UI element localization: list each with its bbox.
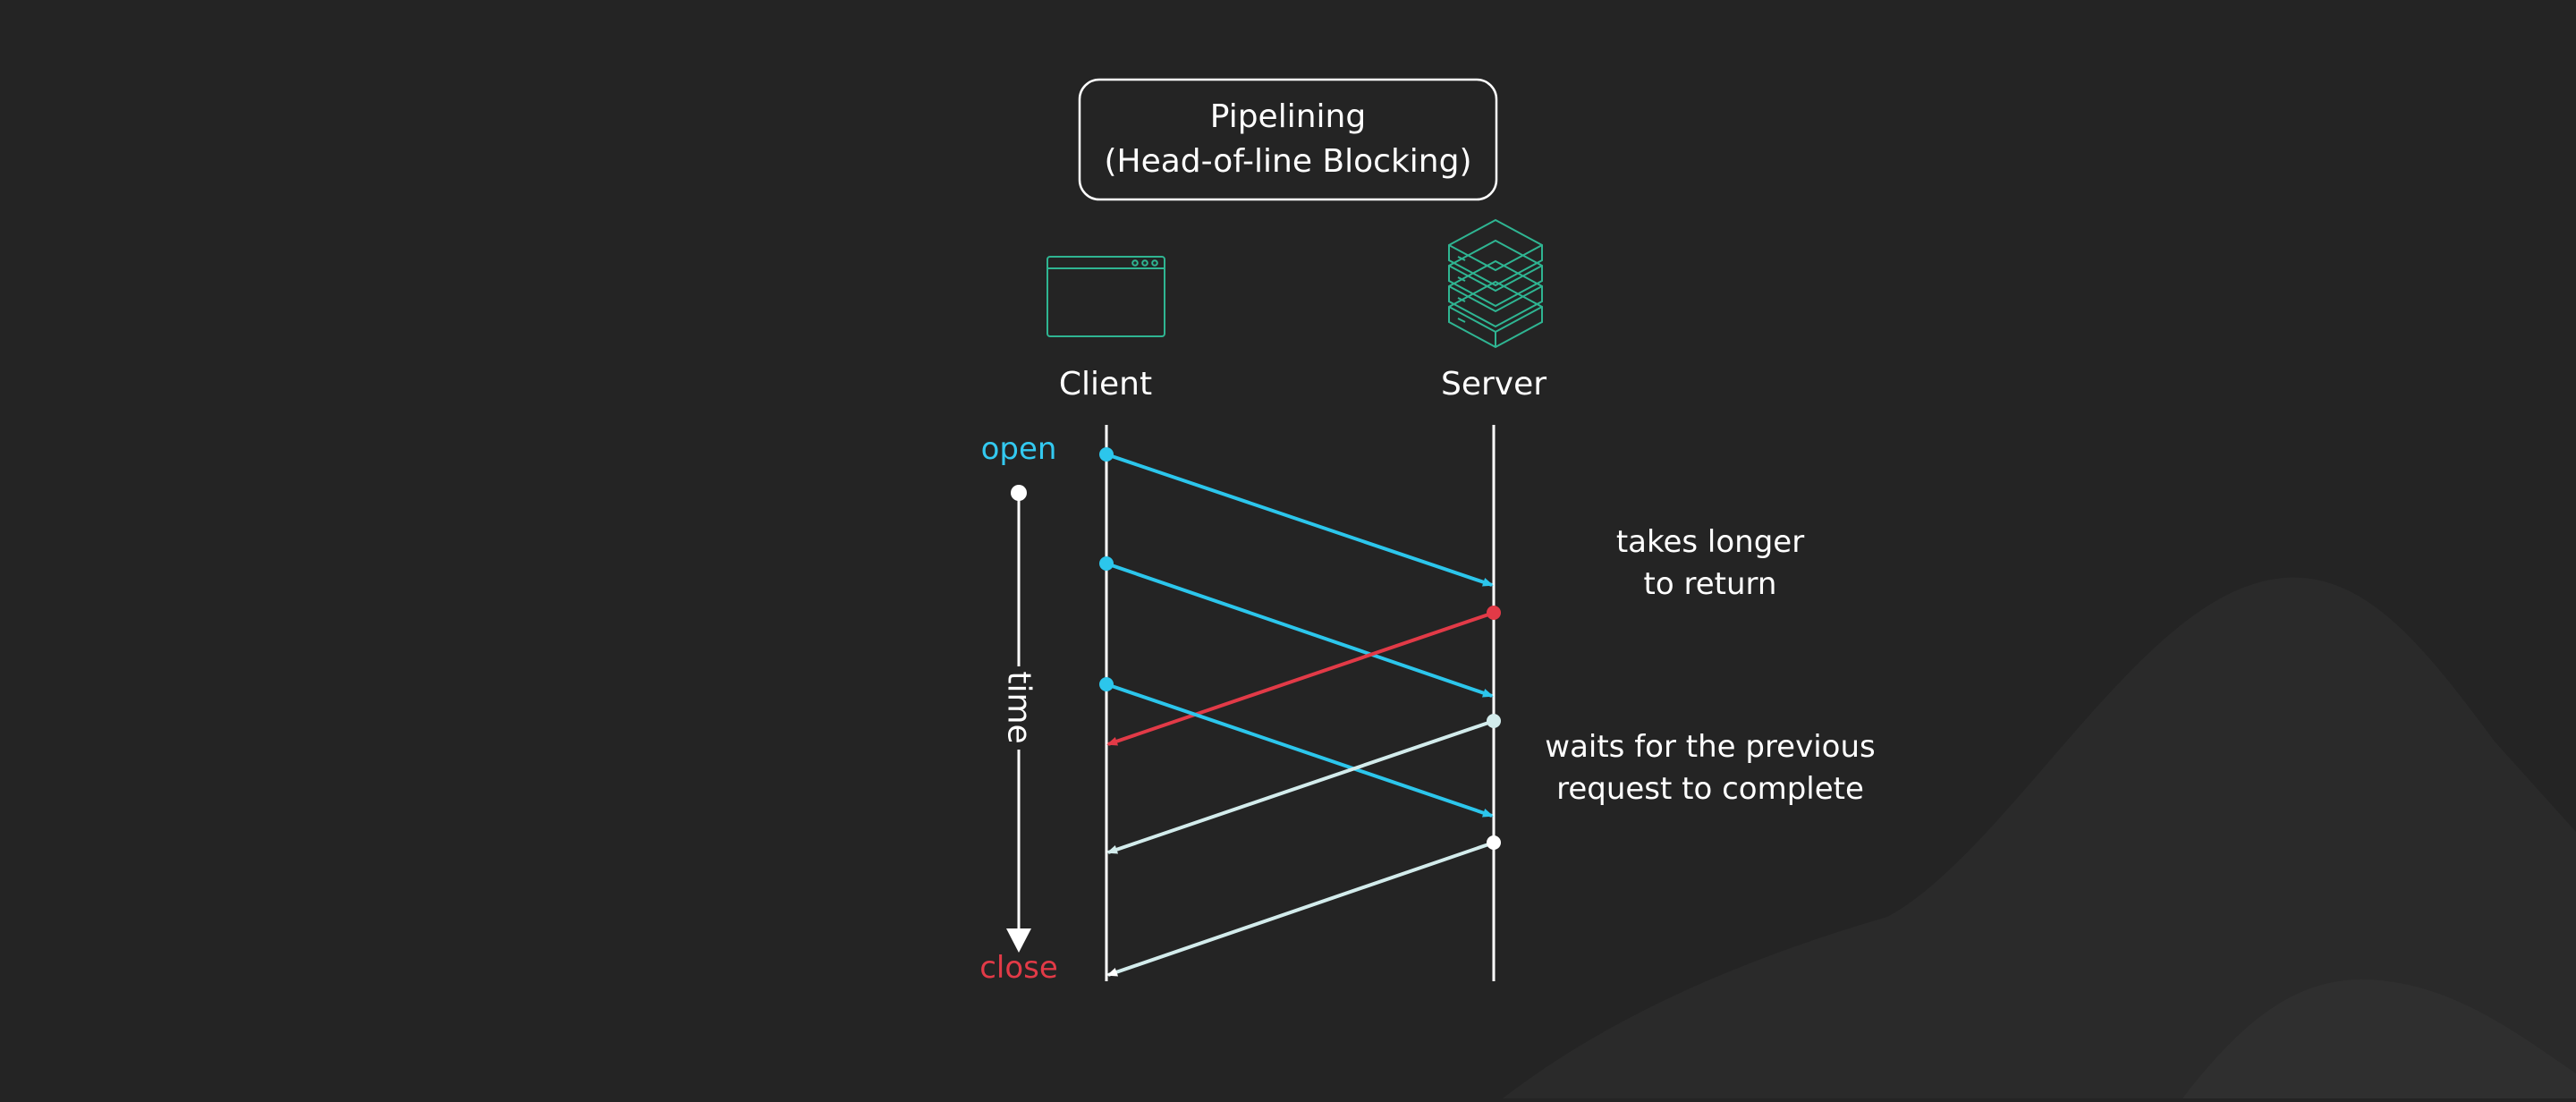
slow-response-line-1: takes longer [1616, 524, 1804, 560]
blocked-annotation: waits for the previous request to comple… [1545, 729, 1875, 807]
response-1-arrow [1106, 611, 1495, 746]
request-3-dot [1099, 677, 1114, 691]
request-1-arrow [1106, 453, 1494, 587]
messages [1099, 447, 1501, 977]
time-axis-arrowhead [1006, 928, 1031, 953]
time-axis-label: time [1001, 671, 1038, 743]
server-stack-icon [1448, 218, 1543, 349]
request-2-arrow [1106, 562, 1494, 698]
blocked-line-2: request to complete [1556, 771, 1864, 807]
title-box: Pipelining (Head-of-line Blocking) [1078, 78, 1498, 201]
slow-response-line-2: to return [1644, 566, 1777, 602]
background-shape-lower [2182, 979, 2576, 1098]
response-2-dot [1487, 714, 1501, 728]
response-1-dot [1487, 606, 1501, 620]
request-3-arrow [1106, 682, 1494, 818]
open-label: open [981, 431, 1057, 467]
server-label: Server [1441, 366, 1546, 403]
browser-window-icon [1046, 256, 1165, 337]
response-3-dot [1487, 835, 1501, 850]
title-line-2: (Head-of-line Blocking) [1104, 143, 1471, 180]
request-2-dot [1099, 556, 1114, 571]
request-1-dot [1099, 447, 1114, 462]
response-2-arrow [1106, 719, 1495, 854]
background-shape [1503, 577, 2576, 1098]
blocked-line-1: waits for the previous [1545, 729, 1875, 765]
client-label: Client [1059, 366, 1152, 403]
response-3-arrow [1106, 841, 1495, 977]
title-line-1: Pipelining [1210, 98, 1366, 135]
slow-response-annotation: takes longer to return [1616, 524, 1804, 602]
close-label: close [979, 950, 1058, 986]
